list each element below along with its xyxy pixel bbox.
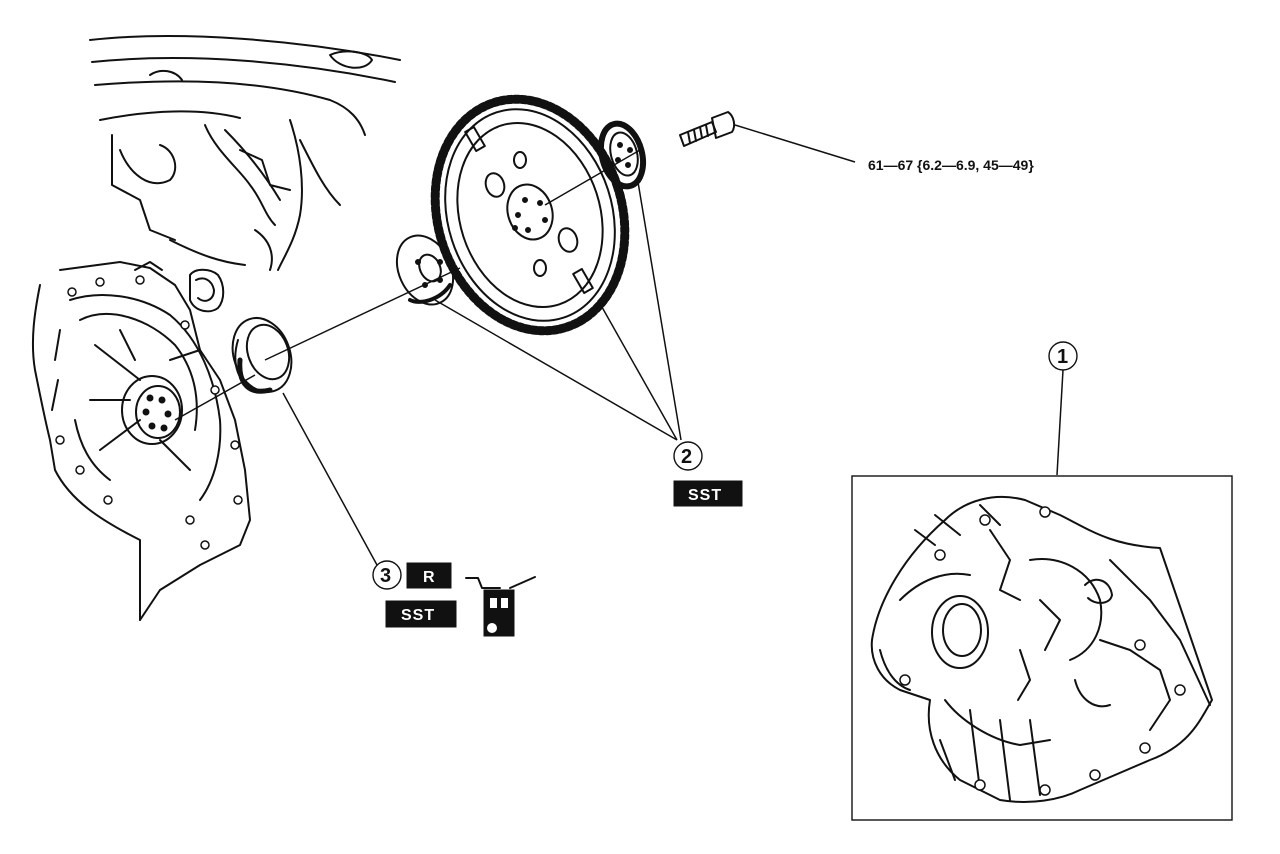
crankcase-rear-cover — [31, 261, 251, 621]
callout-1: 1 — [1048, 341, 1078, 371]
oil-seal — [231, 317, 293, 394]
sst-badge-2-label: SST — [688, 487, 722, 504]
engine-block — [89, 35, 401, 271]
r-badge-3: R — [406, 562, 452, 589]
leader-lines — [174, 124, 1064, 566]
sst-badge-2: SST — [673, 480, 743, 507]
callout-3: 3 — [372, 560, 402, 590]
callout-2-number: 2 — [681, 446, 692, 468]
sst-badge-3: SST — [385, 600, 457, 628]
drive-plate — [430, 94, 630, 336]
callout-2: 2 — [673, 441, 703, 471]
torque-spec-label: 61—67 {6.2—6.9, 45—49} — [868, 157, 1034, 173]
sst-badge-3-label: SST — [401, 607, 435, 624]
drive-plate-bolt — [679, 111, 736, 147]
callout-1-number: 1 — [1057, 346, 1068, 368]
flywheel-backing-plate — [597, 120, 647, 190]
transaxle-inset — [851, 475, 1233, 821]
callout-3-number: 3 — [380, 565, 391, 587]
r-badge-3-label: R — [423, 569, 436, 586]
transaxle — [870, 496, 1213, 803]
seal-installer-tool — [465, 576, 536, 637]
